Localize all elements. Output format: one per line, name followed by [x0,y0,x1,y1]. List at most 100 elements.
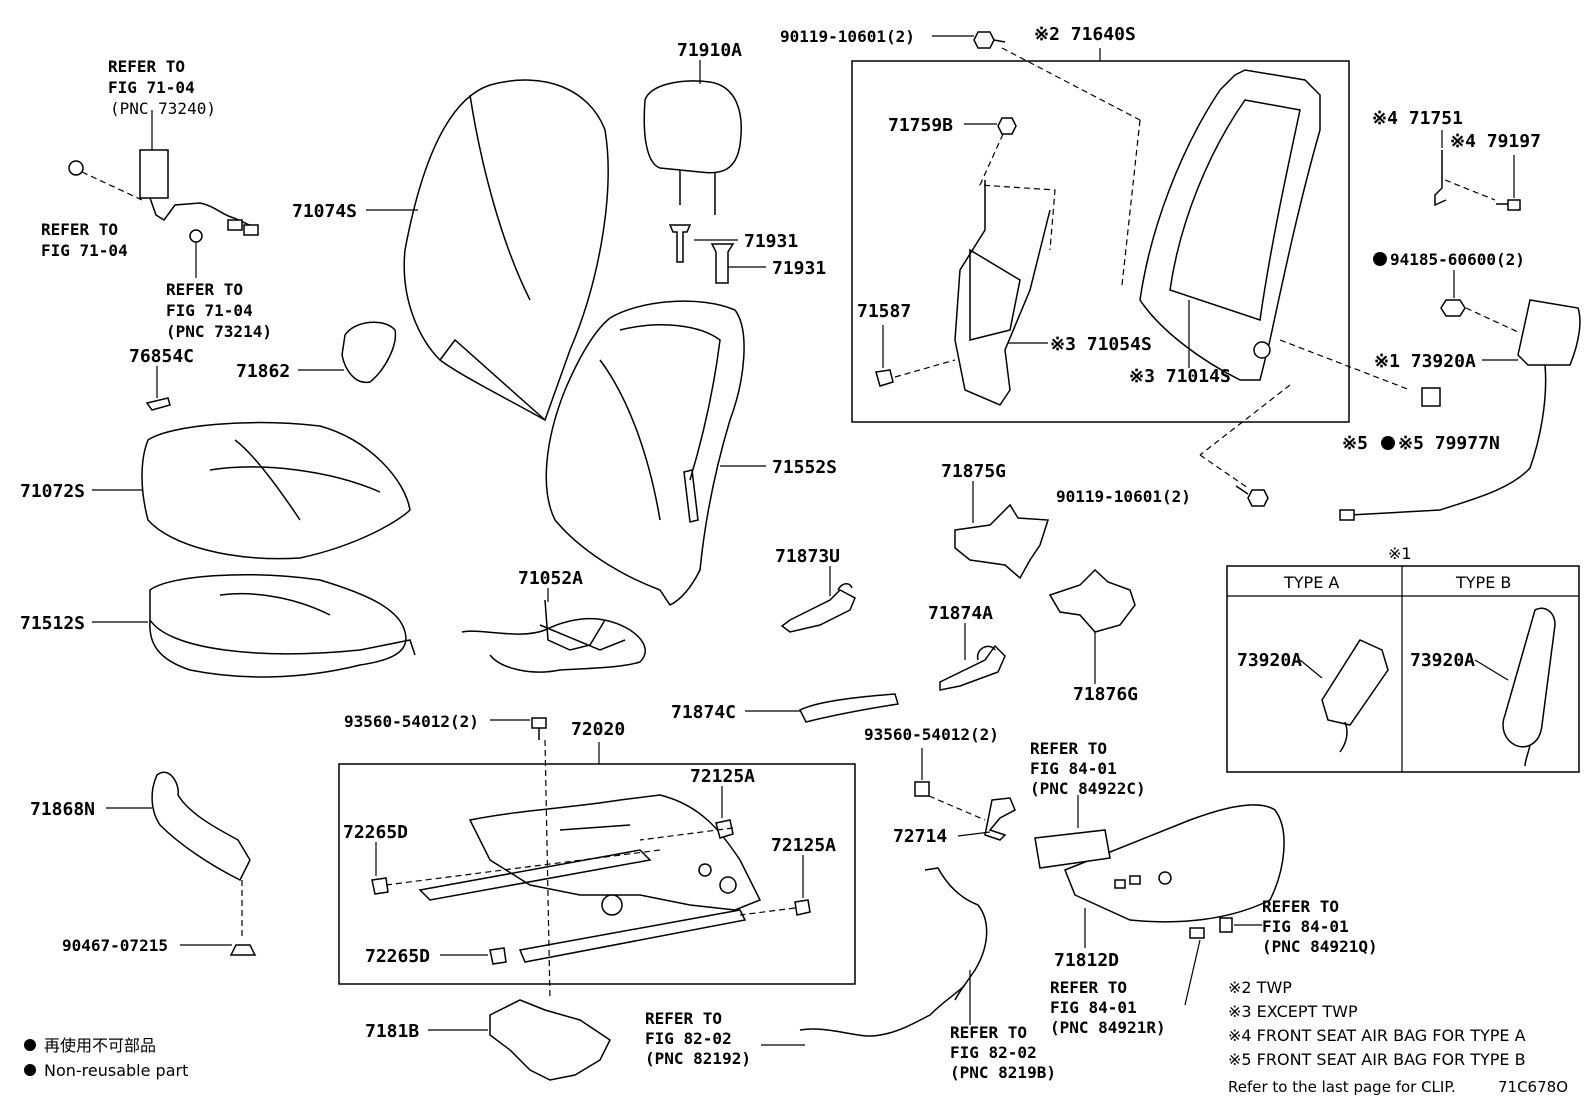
seatback-frame-71014S [1139,69,1321,381]
seatback-cover-71552S [545,300,745,606]
screw-93560-a [531,717,547,740]
refer-line-3: (PNC 84921R) [1050,1018,1166,1037]
label-7181B: 7181B [365,1021,419,1042]
refer-line-2: FIG 71-04 [166,301,253,320]
label-72265D-b: 72265D [365,946,430,967]
type-table-part-a: 73920A [1237,650,1302,671]
label-71751: ※4 71751 [1372,108,1463,129]
cushion-cover-71072S [141,421,411,560]
cover-71875G [954,503,1050,580]
refer-line-2: FIG 82-02 [645,1029,732,1048]
figure-code: 71C678O [1498,1078,1568,1096]
clip-72265D-b [489,947,507,965]
screw-79197 [1496,199,1521,211]
label-72020: 72020 [571,719,625,740]
refer-line-3: (PNC 84921Q) [1262,937,1378,956]
label-71931-a: 71931 [744,231,798,252]
refer-line-2: FIG 82-02 [950,1043,1037,1062]
label-90119-mid: 90119-10601(2) [1056,487,1191,506]
side-cover-71812D [1064,804,1285,939]
frame-bracket-71054S [954,180,1051,406]
nut-71759B [997,117,1017,135]
clip-72125A-a [715,819,734,839]
cover-71876G [1048,568,1136,633]
refer-line-1: REFER TO [1262,897,1339,916]
airbag-73920A [1339,299,1581,521]
label-72125A-b: 72125A [771,835,836,856]
label-71587: 71587 [857,301,911,322]
label-71875G: 71875G [941,461,1006,482]
bolt-90119-top [973,31,1006,49]
label-71876G: 71876G [1073,684,1138,705]
switch-84922C [1034,829,1111,869]
wire-harness-8202 [799,867,988,1037]
note-type-a: ※4 FRONT SEAT AIR BAG FOR TYPE A [1228,1026,1526,1045]
pin-71751 [1434,150,1447,207]
refer-line-3: (PNC 84922C) [1030,779,1146,798]
label-71072S: 71072S [20,481,85,502]
note-except-twp: ※3 EXCEPT TWP [1228,1002,1358,1021]
note-clip-ref: Refer to the last page for CLIP. [1228,1078,1456,1096]
refer-line-3: (PNC 8219B) [950,1063,1056,1082]
label-73920A: ※1 73920A [1374,351,1476,372]
refer-line-1: REFER TO [1030,739,1107,758]
non-reusable-dot-79977N [1381,436,1395,450]
label-72265D-a: 72265D [343,822,408,843]
refer-line-1: REFER TO [950,1023,1027,1042]
legend-jp: 再使用不可部品 [44,1036,156,1055]
refer-fig-84-01-pnc-84922C: REFER TO FIG 84-01 (PNC 84922C) [1030,739,1146,798]
label-79977N [1421,387,1441,407]
type-table-col-a: TYPE A [1283,573,1339,592]
clip-71587 [875,369,894,387]
label-71862: 71862 [236,361,290,382]
label-79977N: ※5 79977N [1398,433,1500,454]
label-71512S: 71512S [20,613,85,634]
refer-line-1: REFER TO [645,1009,722,1028]
refer-fig-84-01-pnc-84921Q: REFER TO FIG 84-01 (PNC 84921Q) [1262,897,1378,956]
refer-fig-71-04-pnc-73214: REFER TO FIG 71-04 (PNC 73214) [166,280,272,341]
type-a-airbag [1321,639,1389,753]
label-71074S: 71074S [292,201,357,222]
refer-line-1: REFER TO [166,280,243,299]
cover-71868N [151,771,251,882]
refer-line-2: FIG 84-01 [1050,998,1137,1017]
label-71910A: 71910A [677,40,742,61]
refer-fig-84-01-pnc-84921R: REFER TO FIG 84-01 (PNC 84921R) [1050,978,1166,1037]
cushion-pad-71512S [149,574,416,678]
label-79197: ※4 79197 [1450,131,1541,152]
type-table-col-b: TYPE B [1455,573,1511,592]
refer-line-3: (PNC 73214) [166,322,272,341]
refer-line-2: FIG 84-01 [1030,759,1117,778]
non-reusable-dot-94185 [1373,252,1387,266]
label-71640S: ※2 71640S [1034,24,1136,45]
label-71873U: 71873U [775,546,840,567]
label-76854C: 76854C [129,346,194,367]
label-72714: 72714 [893,826,947,847]
label-71014S: ※3 71014S [1129,366,1231,387]
type-table [1226,565,1580,773]
headrest-71910A [643,80,742,215]
seatback-pad-71074S [403,79,609,422]
clip-90467 [229,944,257,956]
legend-dot-en [24,1064,36,1076]
refer-fig-71-04: REFER TO FIG 71-04 [41,220,128,260]
label-90467: 90467-07215 [62,936,168,955]
label-71759B: 71759B [888,115,953,136]
label-94185: 94185-60600(2) [1390,250,1525,269]
cover-71874A [939,644,1006,691]
label-90119-top: 90119-10601(2) [780,27,915,46]
label-93560-a: 93560-54012(2) [344,712,479,731]
refer-line-2: FIG 84-01 [1262,917,1349,936]
bracket-71873U [780,583,856,633]
seat-wire-harness-71052A [461,599,646,673]
label-71812D: 71812D [1054,950,1119,971]
refer-line-3: (PNC 73240) [110,99,216,118]
clip-72125A-b [794,899,811,916]
harness-7181B [489,999,611,1081]
legend-dot-jp [24,1039,36,1051]
label-71874C: 71874C [671,702,736,723]
label-71052A: 71052A [518,568,583,589]
type-table-title: ※1 [1388,544,1412,563]
label-93560-b: 93560-54012(2) [864,725,999,744]
